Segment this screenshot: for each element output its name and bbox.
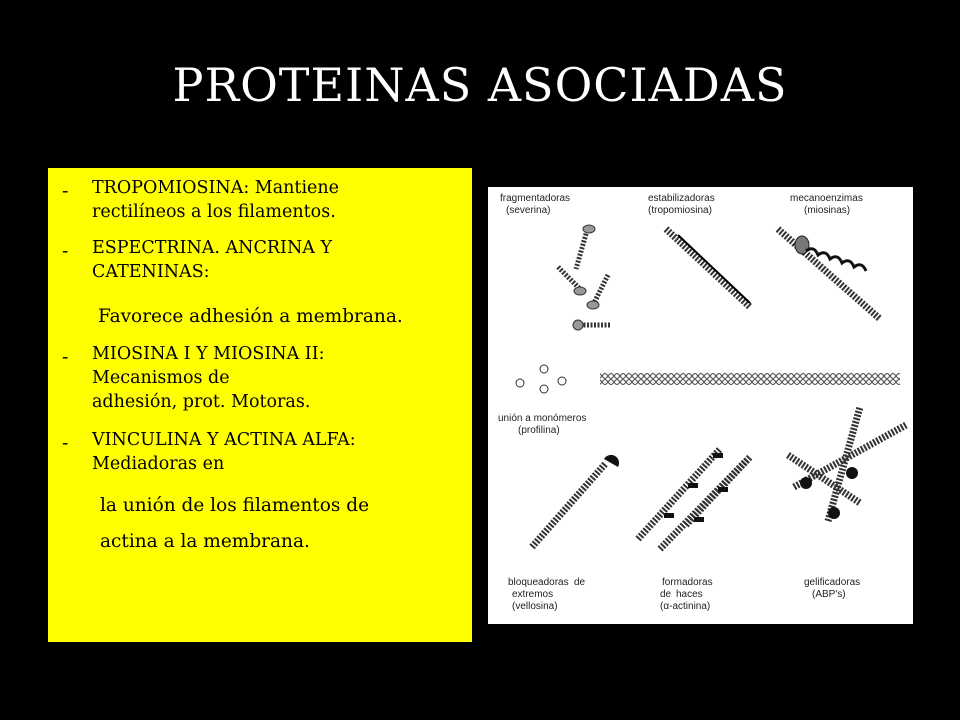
slide-title: PROTEINAS ASOCIADAS (172, 58, 788, 112)
stabilized-filament (663, 226, 753, 310)
bullet-marker: - (62, 432, 69, 454)
actin-polymer (600, 373, 900, 385)
label-estabilizadoras: estabilizadoras (648, 193, 715, 204)
bullet-marker: - (62, 240, 69, 262)
item-2-line-1: ESPECTRINA. ANCRINA Y (92, 238, 333, 258)
item-3-line-1: MIOSINA I Y MIOSINA II: (92, 344, 325, 364)
bullet-marker: - (62, 180, 69, 202)
item-2-extra: Favorece adhesión a membrana. (98, 306, 403, 327)
filament-bundle (635, 446, 753, 552)
item-1-line-2: rectilíneos a los filamentos. (92, 202, 336, 222)
label-formadoras: formadoras (662, 577, 713, 588)
text-panel: - TROPOMIOSINA: Mantiene rectilíneos a l… (48, 168, 472, 642)
label-union: unión a monómeros (498, 413, 586, 424)
label-bloqueadoras: bloqueadoras (508, 577, 569, 588)
gel-network (786, 406, 908, 522)
label-gelificadoras-sub: (ABP's) (812, 589, 846, 600)
label-union-sub: (profilina) (518, 425, 560, 436)
label-formadoras-sub: (α-actinina) (660, 601, 710, 612)
item-1-line-1: TROPOMIOSINA: Mantiene (92, 178, 340, 198)
label-estabilizadoras-sub: (tropomiosina) (648, 205, 712, 216)
label-bloqueadoras-de: de (574, 577, 586, 588)
item-4-line-2: Mediadoras en (92, 454, 225, 474)
item-3-line-3: adhesión, prot. Motoras. (92, 392, 311, 412)
monomers-with-profilin (515, 364, 567, 394)
capped-filament (529, 454, 620, 550)
label-fragmentadoras: fragmentadoras (500, 193, 570, 204)
label-mecanoenzimas: mecanoenzimas (790, 193, 863, 204)
item-4-line-1: VINCULINA Y ACTINA ALFA: (92, 430, 356, 450)
label-bloqueadoras-extremos: extremos (512, 589, 553, 600)
label-gelificadoras: gelificadoras (804, 577, 860, 588)
actin-binding-proteins-figure: fragmentadoras (severina) estabilizadora… (488, 187, 913, 624)
label-bloqueadoras-sub: (vellosina) (512, 601, 558, 612)
bullet-marker: - (62, 346, 69, 368)
item-3-line-2: Mecanismos de (92, 368, 230, 388)
label-formadoras-haces: haces (676, 589, 703, 600)
item-2-line-2: CATENINAS: (92, 262, 210, 282)
item-4-extra-2: actina a la membrana. (100, 531, 310, 552)
severed-filament-fragments (556, 224, 611, 331)
label-formadoras-de: de (660, 589, 672, 600)
figure-drawing: fragmentadoras (severina) estabilizadora… (498, 193, 908, 612)
label-mecanoenzimas-sub: (miosinas) (804, 205, 850, 216)
myosin-filament (775, 226, 883, 322)
label-fragmentadoras-sub: (severina) (506, 205, 550, 216)
item-4-extra-1: la unión de los filamentos de (100, 495, 370, 516)
